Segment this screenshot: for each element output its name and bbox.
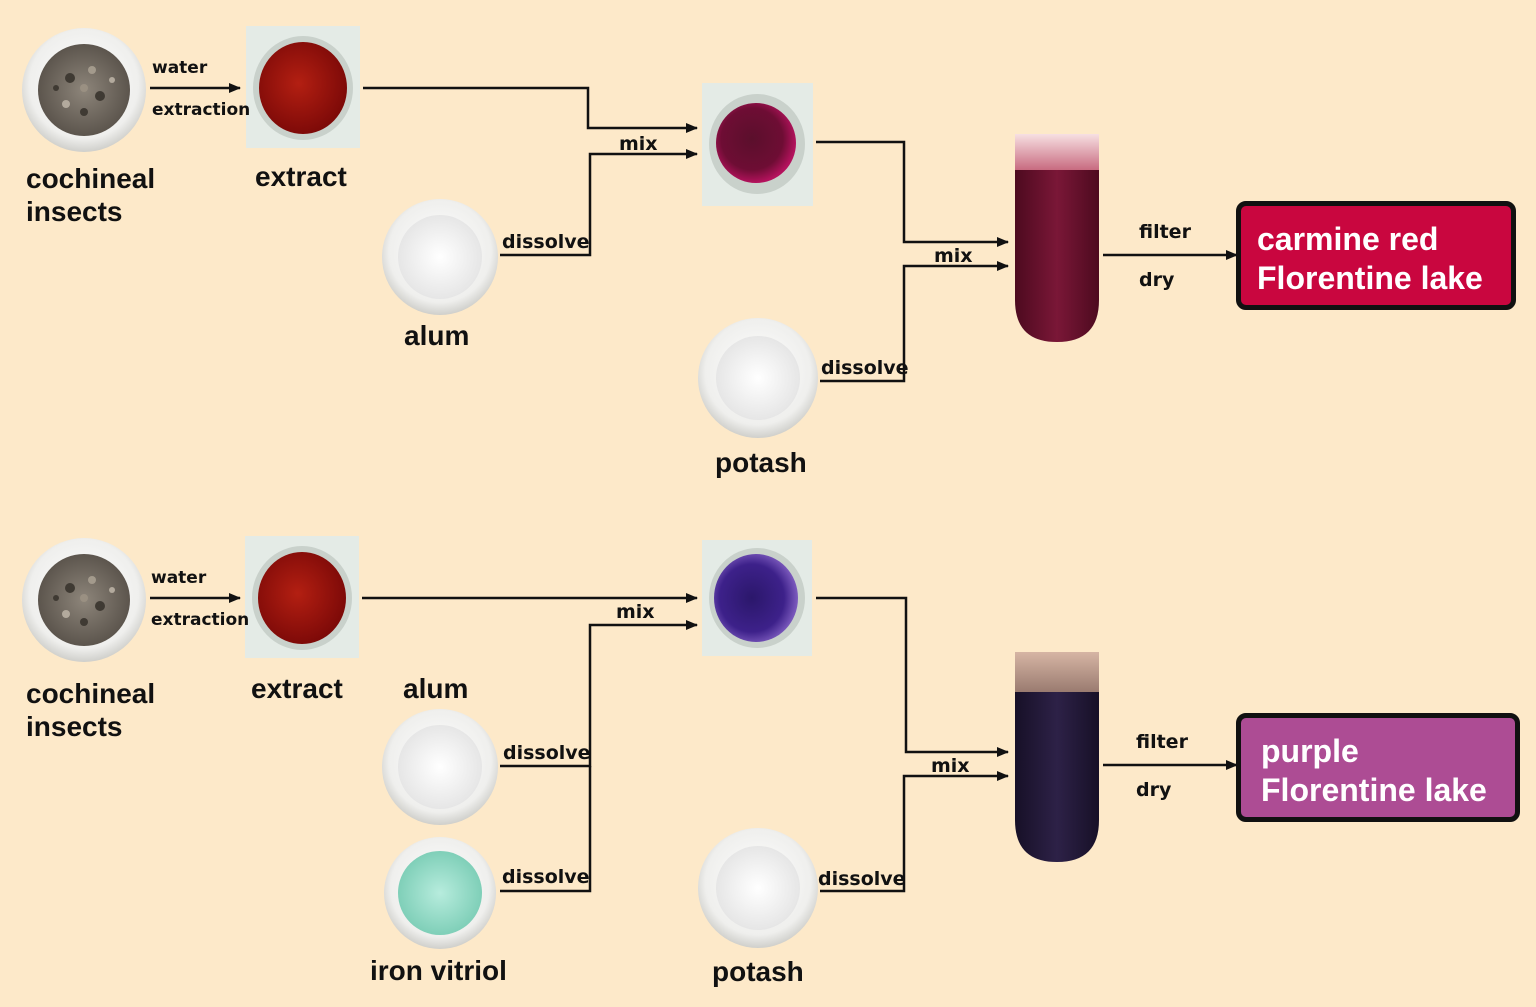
extract-dish-image: [246, 26, 360, 148]
dissolve-potash-label-2: dissolve: [818, 868, 906, 890]
result-carmine-red-box: carmine red Florentine lake: [1236, 201, 1516, 310]
alum-bowl-image: [382, 199, 498, 315]
mix-label-2: mix: [616, 601, 655, 623]
potash-label-2: potash: [712, 956, 804, 987]
iron-vitriol-bowl-image: [384, 837, 496, 949]
mix-dish-magenta-image: [702, 83, 813, 206]
cochineal-bowl-image: [22, 28, 146, 152]
potash-bowl-image: [698, 318, 818, 438]
alum-label: alum: [404, 320, 470, 351]
cochineal-insects-label: cochineal insects: [26, 163, 156, 227]
water-label-2: water: [151, 568, 207, 588]
row-carmine: [22, 26, 1238, 438]
cochineal-insects-label-2: cochineal insects: [26, 678, 156, 742]
dissolve-iron-label: dissolve: [502, 866, 590, 888]
connectors-row-carmine: [150, 83, 1238, 383]
mix-dish-violet-image: [702, 540, 812, 656]
dissolve-alum-label: dissolve: [502, 231, 590, 253]
alum-label-2: alum: [403, 673, 469, 704]
test-tube-red-image: [1015, 134, 1099, 342]
filter-label-2: filter: [1136, 731, 1188, 753]
alum-bowl-image-2: [382, 709, 498, 825]
extract-label: extract: [255, 161, 347, 192]
mix-potash-label: mix: [934, 245, 973, 267]
result-purple-box: purple Florentine lake: [1236, 713, 1520, 822]
extraction-label-2: extraction: [151, 610, 250, 630]
water-label: water: [152, 58, 208, 78]
dry-label: dry: [1139, 269, 1175, 291]
filter-label: filter: [1139, 221, 1191, 243]
dry-label-2: dry: [1136, 779, 1172, 801]
mix-potash-label-2: mix: [931, 755, 970, 777]
extract-dish-image-2: [245, 536, 359, 658]
connectors-row-purple: [150, 593, 1238, 893]
mix-label: mix: [619, 133, 658, 155]
extraction-label: extraction: [152, 100, 251, 120]
iron-vitriol-label: iron vitriol: [370, 955, 507, 986]
dissolve-potash-label: dissolve: [821, 357, 909, 379]
extract-label-2: extract: [251, 673, 343, 704]
potash-bowl-image-2: [698, 828, 818, 948]
test-tube-dark-image: [1015, 652, 1099, 862]
row-purple: [22, 536, 1238, 949]
cochineal-bowl-image-2: [22, 538, 146, 662]
dissolve-alum-label-2: dissolve: [503, 742, 591, 764]
potash-label: potash: [715, 447, 807, 478]
